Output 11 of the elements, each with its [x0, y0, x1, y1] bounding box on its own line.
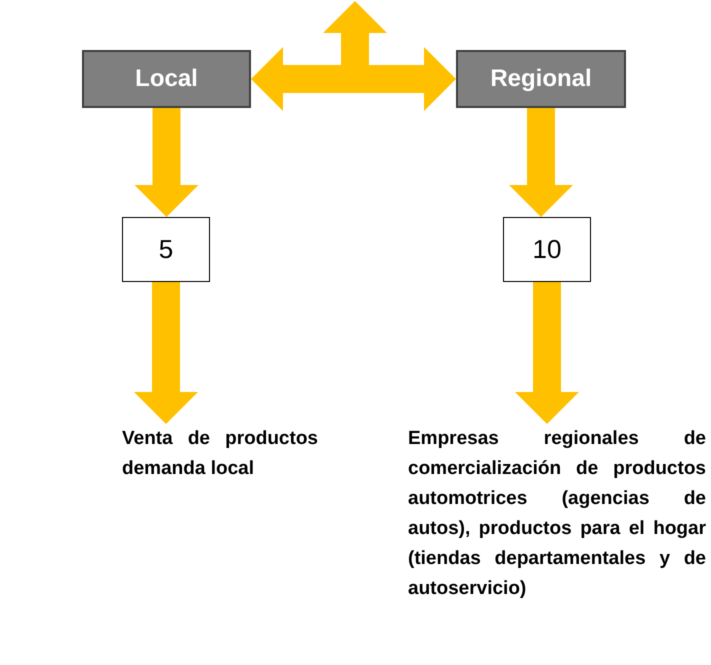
block-arrow — [134, 108, 198, 217]
block-arrow — [134, 282, 198, 424]
level-box: Regional — [456, 50, 626, 108]
block-arrow — [515, 282, 579, 424]
block-arrow — [251, 47, 456, 111]
description-text: Empresas regionales de comercialización de productos automotrices (agencias de autos), productos para el hogar (tiendas departamentales y de autoservicio) — [408, 424, 706, 604]
number-box: 5 — [122, 217, 210, 282]
level-box: Local — [82, 50, 251, 108]
number-box: 10 — [503, 217, 591, 282]
block-arrow — [509, 108, 573, 217]
description-text: Venta de productos demanda local — [122, 424, 318, 484]
